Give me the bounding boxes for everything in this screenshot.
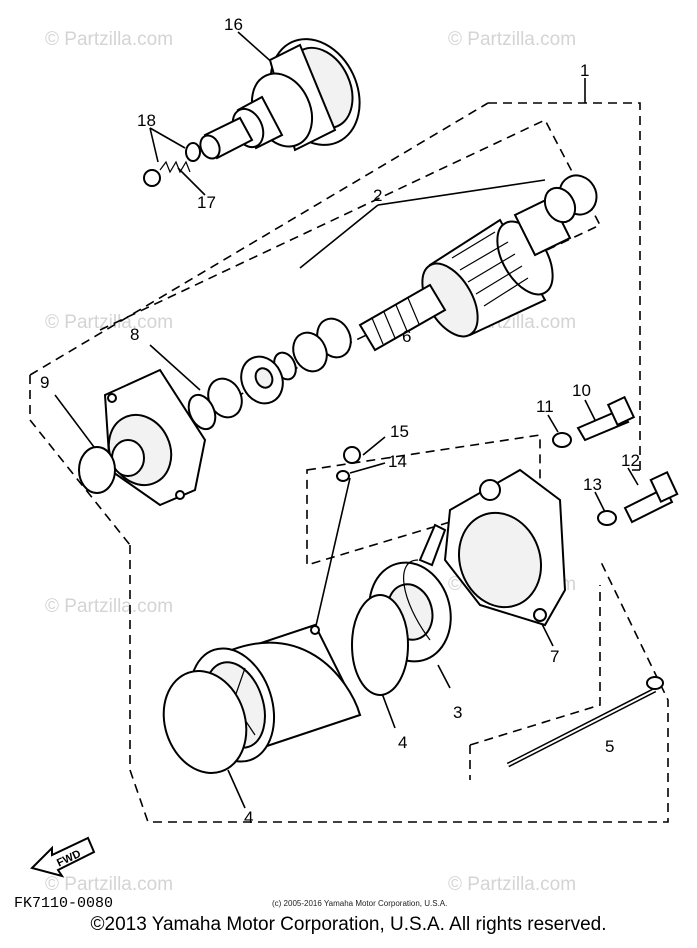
- callout-15: 15: [390, 422, 409, 441]
- callout-9: 9: [40, 373, 49, 392]
- assembly-outline: [29, 102, 669, 823]
- callout-12: 12: [621, 451, 640, 470]
- rear-cover: [443, 468, 567, 627]
- o-ring: [78, 446, 116, 494]
- yoke-housing: [162, 594, 409, 774]
- armature-outline: [99, 118, 602, 431]
- callout-numbers: 1 2 3 4 4 5 6 7 8 9 10 11 12 13 14 15 16…: [40, 15, 640, 827]
- callout-2: 2: [373, 186, 382, 205]
- callout-13: 13: [583, 475, 602, 494]
- watermark: © Partzilla.com: [448, 874, 576, 895]
- callout-4: 4: [244, 808, 253, 827]
- callout-18: 18: [137, 111, 156, 130]
- watermark: © Partzilla.com: [45, 312, 173, 333]
- callout-1: 1: [580, 61, 589, 80]
- callout-4: 4: [398, 733, 407, 752]
- watermark: © Partzilla.com: [448, 29, 576, 50]
- callout-7: 7: [550, 647, 559, 666]
- fwd-arrow: FWD: [30, 836, 96, 878]
- callout-3: 3: [453, 703, 462, 722]
- through-bolt: [506, 676, 664, 768]
- clutch-gear-assembly: [199, 38, 361, 160]
- bolt-outline: [469, 585, 601, 780]
- watermark: © Partzilla.com: [45, 874, 173, 895]
- small-copyright: (c) 2005-2016 Yamaha Motor Corporation, …: [272, 899, 447, 908]
- callout-6: 6: [402, 327, 411, 346]
- washer-stack: [207, 317, 352, 419]
- armature: [358, 174, 598, 352]
- copyright-notice: ©2013 Yamaha Motor Corporation, U.S.A. A…: [90, 914, 607, 935]
- watermark: © Partzilla.com: [45, 29, 173, 50]
- callout-16: 16: [224, 15, 243, 34]
- callout-17: 17: [197, 193, 216, 212]
- watermark: © Partzilla.com: [45, 596, 173, 617]
- diagram-code: FK7110-0080: [14, 895, 113, 912]
- callout-10: 10: [572, 381, 591, 400]
- callout-11: 11: [536, 397, 554, 416]
- front-cover: [103, 368, 217, 507]
- spring-and-washers: [143, 142, 201, 187]
- leader-lines: [54, 31, 639, 809]
- brush-outline: [306, 434, 541, 567]
- bolts-and-washers: [336, 395, 679, 526]
- callout-5: 5: [605, 737, 614, 756]
- callout-8: 8: [130, 325, 139, 344]
- callout-14: 14: [388, 452, 407, 471]
